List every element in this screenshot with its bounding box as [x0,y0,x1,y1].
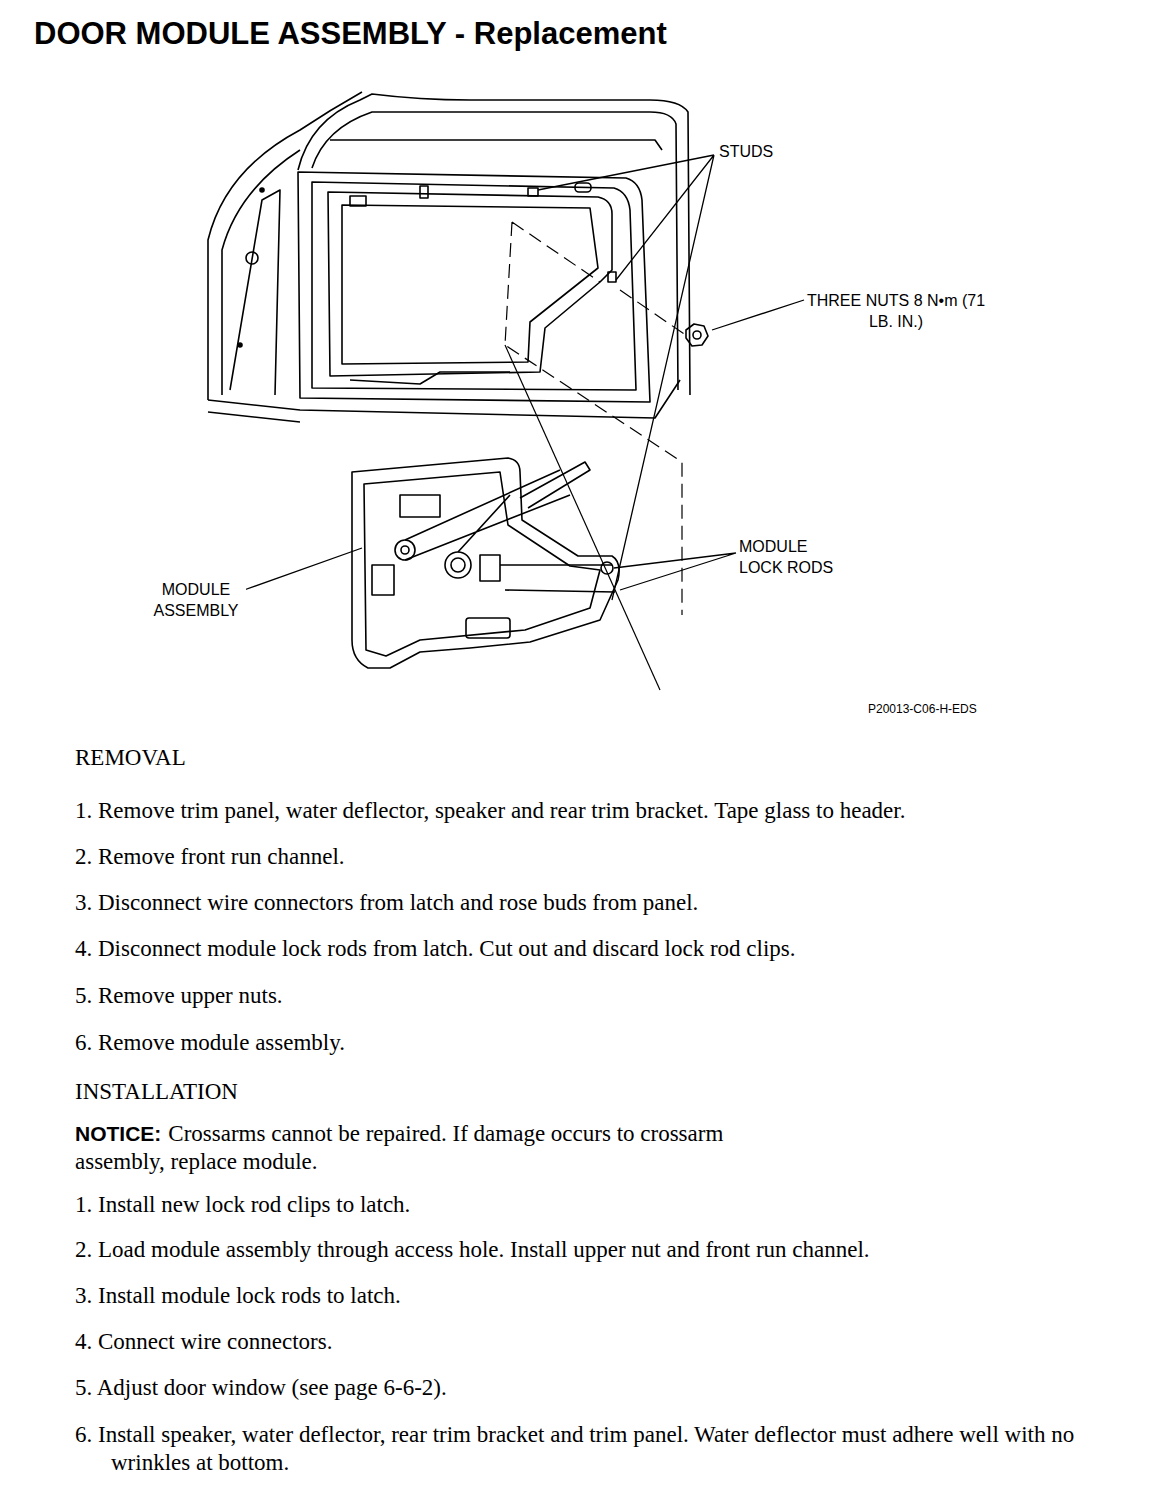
panel-slot [350,196,366,206]
section-heading: INSTALLATION [75,1078,238,1106]
section-heading: REMOVAL [75,744,186,772]
nut [693,331,701,339]
access-hole [342,205,598,364]
panel-slot [420,186,428,198]
window-frame [330,140,662,150]
bracket [480,555,500,581]
stud [528,188,538,196]
module-plate [364,472,600,656]
window-frame [298,94,690,395]
leader-line [614,553,736,590]
step: 3. Install module lock rods to latch. [75,1282,1145,1310]
panel-slot [575,183,591,192]
door-sill [208,412,300,422]
step: 1. Install new lock rod clips to latch. [75,1191,1145,1219]
body-outline [208,92,362,400]
nut [686,324,708,346]
pulley [401,546,409,554]
step: 2. Load module assembly through access h… [75,1236,1145,1264]
lock-actuator [400,495,440,517]
figure-code: P20013-C06-H-EDS [868,702,977,718]
notice-label: NOTICE: [75,1122,161,1145]
alignment-line [505,345,660,690]
inner-panel [298,172,650,402]
step: 5. Remove upper nuts. [75,982,1145,1010]
part-label: MODULE ASSEMBLY [146,580,246,622]
alignment-line [505,222,690,615]
leader-line [712,300,804,330]
pillar-dot [238,343,242,347]
part-label: STUDS [719,142,773,163]
pillar [230,190,280,395]
module-plate [352,458,619,668]
window-frame [312,112,678,390]
crossarm [520,462,590,508]
page-title: DOOR MODULE ASSEMBLY - Replacement [34,16,667,52]
motor [372,565,394,595]
step: 4. Connect wire connectors. [75,1328,1145,1356]
torque-label: THREE NUTS 8 N•m (71 LB. IN.) [806,291,986,333]
step: 6. Remove module assembly. [75,1029,1145,1057]
part-label: MODULE LOCK RODS [739,537,845,579]
door-sill [208,380,680,418]
access-hole [328,192,612,376]
inner-panel [312,182,636,390]
notice-text: Crossarms cannot be repaired. If damage … [75,1121,723,1174]
leader-line [244,548,362,590]
pillar-dot [260,188,264,192]
step: 6. Install speaker, water deflector, rea… [75,1421,1145,1477]
step: 3. Disconnect wire connectors from latch… [75,889,1145,917]
panel-rib [350,372,510,384]
notice: NOTICE:Crossarms cannot be repaired. If … [75,1120,775,1176]
step: 4. Disconnect module lock rods from latc… [75,935,1145,963]
stud [608,272,616,282]
step: 1. Remove trim panel, water deflector, s… [75,797,1145,825]
drive-gear [445,552,471,578]
lock-rod [500,565,615,592]
step: 5. Adjust door window (see page 6-6-2). [75,1374,1145,1402]
body-outline [222,150,300,395]
door-drawing [208,92,804,690]
leader-line [538,155,714,600]
drive-gear [451,558,465,572]
step: 2. Remove front run channel. [75,843,1145,871]
motor [466,618,510,638]
pillar-hole [246,252,258,264]
